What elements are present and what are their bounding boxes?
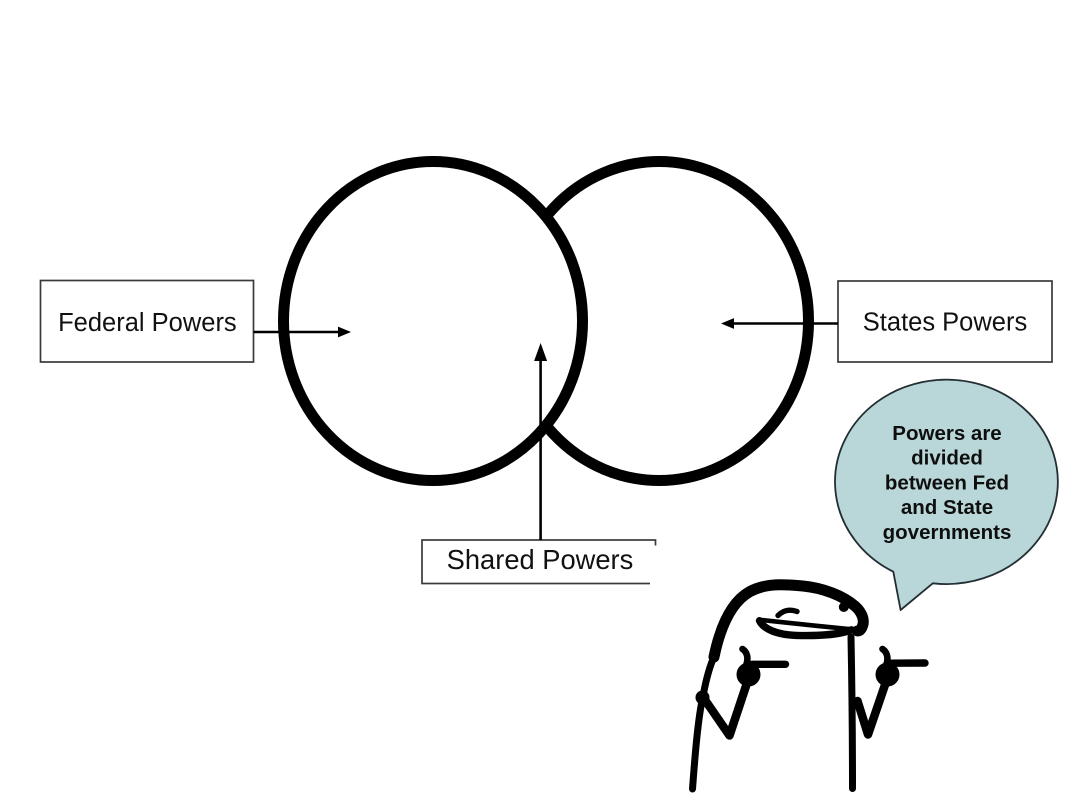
svg-text:between Fed: between Fed xyxy=(885,471,1009,494)
svg-text:Powers are: Powers are xyxy=(892,422,1001,445)
svg-text:Shared Powers: Shared Powers xyxy=(447,544,634,575)
svg-text:Federal Powers: Federal Powers xyxy=(58,309,237,337)
svg-text:governments: governments xyxy=(883,521,1012,544)
svg-text:and State: and State xyxy=(901,496,993,519)
svg-text:divided: divided xyxy=(911,447,983,470)
svg-text:States Powers: States Powers xyxy=(863,309,1027,337)
